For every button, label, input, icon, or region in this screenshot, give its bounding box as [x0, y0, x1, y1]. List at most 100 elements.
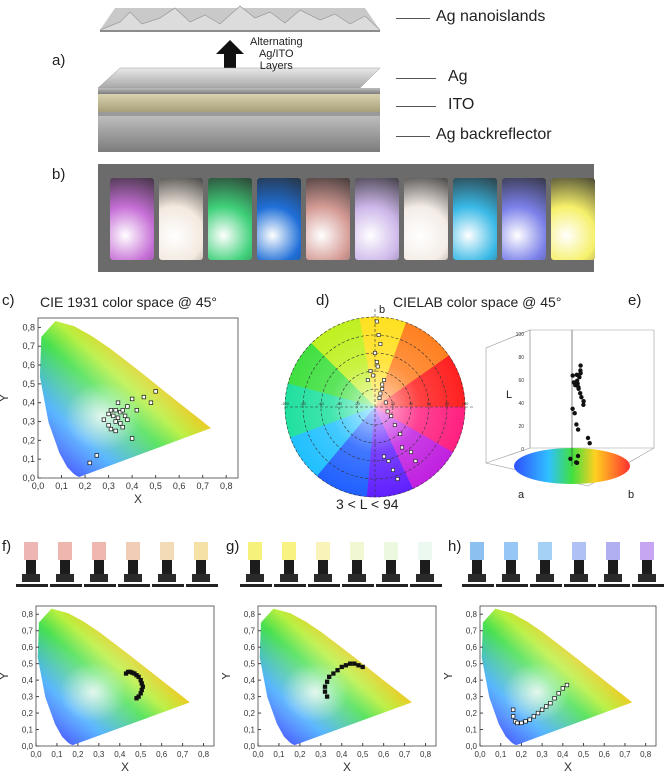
- data-point: [585, 435, 591, 441]
- x-tick-label: 0,3: [93, 750, 105, 759]
- lamp-shelf: [16, 584, 48, 587]
- data-point: [519, 720, 524, 726]
- lamp-shelf: [186, 584, 218, 587]
- lamp-base: [314, 574, 332, 582]
- b-axis-label: b: [628, 489, 634, 501]
- y-tick-label: 0,8: [22, 610, 34, 619]
- lamp-body: [60, 560, 70, 574]
- y-tick-label: 0,1: [244, 726, 256, 735]
- light-beam: [282, 542, 296, 560]
- x-tick-label: 0,1: [495, 750, 507, 759]
- lamp-base: [56, 574, 74, 582]
- ring: [320, 352, 430, 462]
- data-point: [385, 409, 390, 414]
- light-beam: [418, 542, 432, 560]
- data-point: [122, 413, 128, 419]
- data-point: [578, 363, 583, 368]
- data-point: [577, 375, 582, 380]
- y-tick-label: 0,3: [22, 693, 34, 702]
- a-tick-label: 40: [409, 401, 414, 406]
- cielab-chart-d: -100-80-60-40-2020406080100ab: [281, 304, 475, 498]
- data-point: [331, 671, 336, 676]
- lamp-body: [472, 560, 482, 574]
- a-tick-label: 20: [391, 401, 396, 406]
- l-axis-label: L: [506, 389, 512, 401]
- data-point: [376, 333, 381, 337]
- x-tick-label: 0,0: [252, 750, 264, 759]
- x-tick-label: 0,6: [378, 750, 390, 759]
- lamp-base: [382, 574, 400, 582]
- y-tick-label: 0,5: [466, 660, 478, 669]
- data-point: [578, 391, 583, 396]
- x-axis-label: X: [564, 760, 572, 774]
- a-tick-label: -60: [318, 401, 325, 406]
- data-point: [378, 342, 383, 346]
- a-tick-label: 100: [462, 401, 469, 406]
- y-tick-label: 0,3: [22, 417, 35, 427]
- data-point: [570, 406, 575, 411]
- a-tick-label: 60: [427, 401, 432, 406]
- data-point: [578, 371, 583, 376]
- cie-whitepoint-glow: [37, 608, 190, 746]
- data-point: [575, 427, 581, 432]
- sample-5: [306, 178, 350, 260]
- data-point: [515, 720, 520, 726]
- light-beam: [248, 542, 262, 560]
- lamp-base: [22, 574, 40, 582]
- data-point: [391, 468, 395, 472]
- lamp-base: [348, 574, 366, 582]
- x-tick-label: 0,2: [294, 750, 306, 759]
- lamp-shelf: [496, 584, 528, 587]
- light-beam: [538, 542, 552, 560]
- y-tick-label: 0,5: [22, 660, 34, 669]
- lamp-shelf: [118, 584, 150, 587]
- y-tick-label: 0,2: [466, 709, 478, 718]
- x-tick-label: 0,8: [420, 750, 432, 759]
- lamp-base: [90, 574, 108, 582]
- x-tick-label: 0,3: [315, 750, 327, 759]
- light-beam: [504, 542, 518, 560]
- cielab-l-range: 3 < L < 94: [336, 496, 399, 512]
- data-point: [153, 389, 158, 394]
- x-tick-label: 0,8: [640, 750, 652, 759]
- data-point: [148, 400, 154, 405]
- y-tick-label: 0,4: [466, 676, 478, 685]
- data-point: [118, 421, 123, 426]
- data-point: [106, 411, 111, 417]
- data-point: [383, 400, 388, 405]
- y-tick-label: 0,0: [22, 742, 34, 751]
- lamp-base: [192, 574, 210, 582]
- data-point: [134, 408, 139, 413]
- data-point: [564, 682, 570, 688]
- lamp-base: [604, 574, 622, 582]
- y-axis-label: Y: [444, 672, 455, 680]
- data-point: [395, 477, 400, 481]
- panel-label-b: b): [52, 166, 66, 183]
- data-point: [125, 417, 130, 422]
- lamp-shelf: [50, 584, 82, 587]
- y-tick-label: 0,1: [22, 454, 35, 464]
- y-tick-label: 0,7: [466, 627, 478, 636]
- data-point: [347, 661, 353, 666]
- lamp-base: [158, 574, 176, 582]
- l-tick-label: 0: [521, 447, 524, 453]
- data-point: [327, 674, 332, 679]
- data-point: [324, 694, 330, 699]
- data-point: [560, 686, 565, 691]
- lamp-shelf: [564, 584, 596, 587]
- lamp-body: [642, 560, 652, 574]
- x-tick-label: 0,1: [55, 481, 68, 491]
- x-tick-label: 0,7: [399, 750, 411, 759]
- a-tick-label: -20: [354, 401, 361, 406]
- data-point: [141, 394, 147, 400]
- lamp-shelf: [376, 584, 408, 587]
- y-tick-label: 0,6: [22, 360, 35, 370]
- data-point: [576, 386, 581, 391]
- x-tick-label: 0,4: [557, 750, 569, 759]
- light-beam: [92, 542, 106, 560]
- y-tick-label: 0,6: [244, 643, 256, 652]
- data-point: [374, 360, 379, 364]
- x-tick-label: 0,6: [599, 750, 611, 759]
- data-point: [322, 689, 328, 694]
